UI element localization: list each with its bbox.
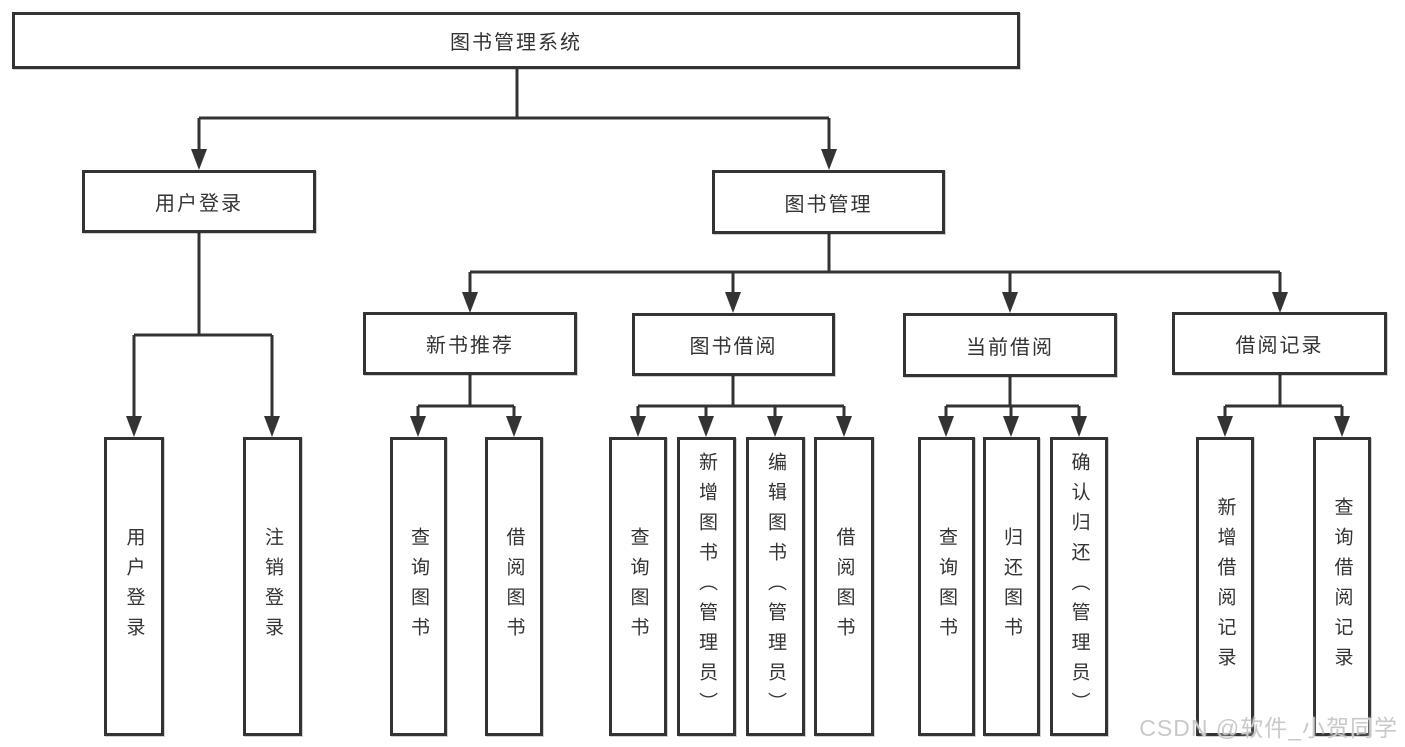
arrow-down-icon [698,416,714,437]
leaf-query-books: 查询图书 [918,437,975,736]
arrow-down-icon [1071,416,1087,437]
arrow-down-icon [410,416,426,437]
csdn-watermark: CSDN @软件_小贺同学 [1139,715,1398,741]
arrow-down-icon [1334,416,1350,437]
leaf-edit-books-admin: 编辑图书（管理员） [746,437,805,736]
connector-current-borrow-to-leaves [944,377,1081,419]
node-book-borrowing: 图书借阅 [632,313,835,376]
node-book-management: 图书管理 [712,170,945,234]
leaf-confirm-return-admin: 确认归还（管理员） [1050,437,1108,736]
leaf-query-books: 查询图书 [609,437,667,736]
leaf-label: 新增借阅记录 [1214,496,1236,677]
leaf-return-books: 归还图书 [983,437,1040,736]
leaf-label: 新增图书（管理员） [696,451,717,722]
leaf-label: 用户登录 [123,526,145,647]
arrow-down-icon [126,416,142,437]
leaf-borrow-books: 借阅图书 [814,437,874,736]
arrow-down-icon [821,149,837,170]
leaf-label: 查询图书 [627,526,649,647]
leaf-query-borrow-record: 查询借阅记录 [1313,437,1371,736]
connector-book-borrow-to-leaves [636,376,846,419]
arrow-down-icon [506,416,522,437]
arrow-down-icon [1217,416,1233,437]
leaf-label: 借阅图书 [503,526,525,647]
leaf-label: 注销登录 [262,526,283,647]
connector-user-login-to-leaves [132,233,274,419]
node-user-login: 用户登录 [82,170,316,233]
arrow-down-icon [938,416,954,437]
node-current-borrowing: 当前借阅 [903,313,1117,377]
arrow-down-icon [767,416,783,437]
leaf-query-books: 查询图书 [390,437,447,736]
leaf-label: 查询图书 [408,526,429,647]
leaf-label: 确认归还（管理员） [1068,451,1090,722]
leaf-borrow-books: 借阅图书 [485,437,543,736]
arrow-down-icon [264,416,280,437]
leaf-user-login: 用户登录 [104,437,164,736]
leaf-label: 编辑图书（管理员） [765,451,786,722]
connector-new-book-rec-to-leaves [416,375,516,419]
arrow-down-icon [1003,416,1019,437]
leaf-label: 归还图书 [1001,526,1022,647]
leaf-label: 查询图书 [936,526,957,647]
connector-borrow-records-to-leaves [1223,375,1344,419]
arrow-down-icon [836,416,852,437]
arrow-down-icon [630,416,646,437]
node-library-management-system: 图书管理系统 [12,12,1020,69]
arrow-down-icon [1002,292,1018,313]
arrow-down-icon [1272,292,1288,313]
connector-root-to-level2 [197,69,831,152]
connector-book-mgmt-to-level3 [468,234,1282,295]
leaf-add-books-admin: 新增图书（管理员） [677,437,736,736]
node-borrowing-records: 借阅记录 [1172,312,1387,375]
leaf-add-borrow-record: 新增借阅记录 [1196,437,1254,736]
leaf-label: 借阅图书 [833,526,855,647]
leaf-label: 查询借阅记录 [1331,496,1353,677]
arrow-down-icon [725,292,741,313]
leaf-logout: 注销登录 [243,437,302,736]
node-new-book-recommend: 新书推荐 [363,312,577,375]
arrow-down-icon [191,149,207,170]
arrow-down-icon [462,292,478,313]
